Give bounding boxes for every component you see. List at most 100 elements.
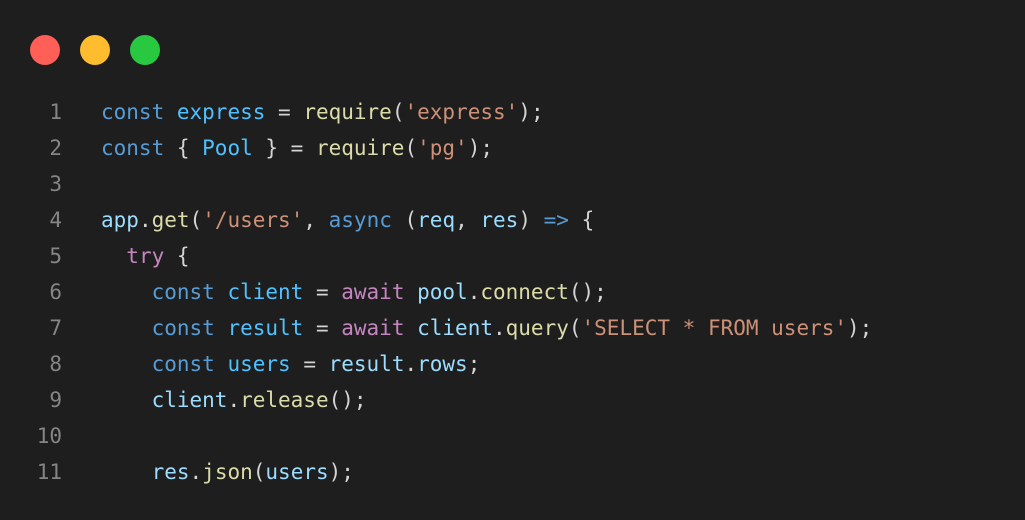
code-line: 8 const users = result.rows; [0, 346, 1025, 382]
line-source: try { [101, 238, 190, 274]
code-token [404, 280, 417, 304]
line-number: 7 [49, 316, 62, 340]
code-token: ( [252, 460, 266, 484]
code-token: ( [404, 136, 418, 160]
code-line: 9 client.release(); [0, 382, 1025, 418]
code-token: (); [328, 388, 367, 412]
line-number: 6 [49, 280, 62, 304]
line-number: 1 [49, 100, 62, 124]
line-source: client.release(); [101, 382, 367, 418]
code-token: 'express' [404, 100, 519, 124]
code-token: pool [417, 280, 468, 304]
line-number: 11 [36, 460, 62, 484]
line-number: 8 [49, 352, 62, 376]
code-token: ( [189, 208, 203, 232]
code-token: ( [391, 208, 418, 232]
window-titlebar [0, 0, 1025, 100]
code-token: ); [467, 136, 493, 160]
code-token: = [303, 280, 342, 304]
maximize-window-button[interactable] [130, 35, 160, 65]
line-source: const client = await pool.connect(); [101, 274, 607, 310]
code-token [101, 388, 152, 412]
code-token: { [568, 208, 595, 232]
code-token: async [328, 208, 392, 232]
line-number: 4 [49, 208, 62, 232]
code-token: . [138, 208, 152, 232]
code-token: (); [568, 280, 607, 304]
code-token: = [290, 352, 329, 376]
line-number: 3 [49, 172, 62, 196]
code-token [101, 280, 152, 304]
code-line: 6 const client = await pool.connect(); [0, 274, 1025, 310]
code-token: 'pg' [417, 136, 468, 160]
code-token: users [265, 460, 329, 484]
code-token: users [227, 352, 291, 376]
code-token [101, 316, 152, 340]
code-line: 11 res.json(users); [0, 454, 1025, 490]
code-token: Pool [202, 136, 253, 160]
code-token [101, 460, 152, 484]
code-token: 'SELECT * FROM users' [581, 316, 848, 340]
code-token: ) [518, 208, 544, 232]
code-token: . [404, 352, 418, 376]
code-line: 2 const { Pool } = require('pg'); [0, 130, 1025, 166]
code-token: await [341, 280, 405, 304]
code-token: const [101, 136, 165, 160]
code-line: 4 app.get('/users', async (req, res) => { [0, 202, 1025, 238]
code-token: try [126, 244, 165, 268]
code-token [215, 316, 228, 340]
line-source: app.get('/users', async (req, res) => { [101, 202, 594, 238]
code-line: 5 try { [0, 238, 1025, 274]
code-token: , [455, 208, 481, 232]
code-token: const [151, 352, 215, 376]
code-token: result [227, 316, 304, 340]
code-token: . [467, 280, 481, 304]
code-token: . [492, 316, 506, 340]
code-token: ( [391, 100, 405, 124]
code-token: = [303, 316, 342, 340]
code-token: get [151, 208, 190, 232]
code-token: } = [252, 136, 316, 160]
code-token: express [176, 100, 266, 124]
code-token: const [151, 316, 215, 340]
code-token [215, 280, 228, 304]
code-token: require [315, 136, 405, 160]
code-token: res [151, 460, 190, 484]
line-source: const result = await client.query('SELEC… [101, 310, 873, 346]
line-number: 9 [49, 388, 62, 412]
code-token: const [101, 100, 165, 124]
code-token [164, 100, 177, 124]
code-token: ); [847, 316, 873, 340]
code-token: app [101, 208, 139, 232]
code-token: res [480, 208, 519, 232]
code-token [404, 316, 417, 340]
code-token: client [227, 280, 304, 304]
line-source: const users = result.rows; [101, 346, 481, 382]
code-token: { [164, 244, 190, 268]
code-token: ); [328, 460, 354, 484]
code-token: ( [568, 316, 582, 340]
code-token: require [303, 100, 392, 124]
code-token: rows [417, 352, 468, 376]
code-token: client [417, 316, 493, 340]
code-token: . [189, 460, 203, 484]
code-line: 7 const result = await client.query('SEL… [0, 310, 1025, 346]
code-token: connect [480, 280, 569, 304]
minimize-window-button[interactable] [80, 35, 110, 65]
line-number: 2 [49, 136, 62, 160]
close-window-button[interactable] [30, 35, 60, 65]
code-line: 3 [0, 166, 1025, 202]
code-token: = [265, 100, 304, 124]
line-number: 5 [49, 244, 62, 268]
line-number: 10 [36, 424, 62, 448]
code-token: => [543, 208, 569, 232]
code-token [215, 352, 228, 376]
code-token: release [240, 388, 329, 412]
line-source: const { Pool } = require('pg'); [101, 130, 493, 166]
code-token: await [341, 316, 405, 340]
code-token: . [227, 388, 241, 412]
code-line: 10 [0, 418, 1025, 454]
